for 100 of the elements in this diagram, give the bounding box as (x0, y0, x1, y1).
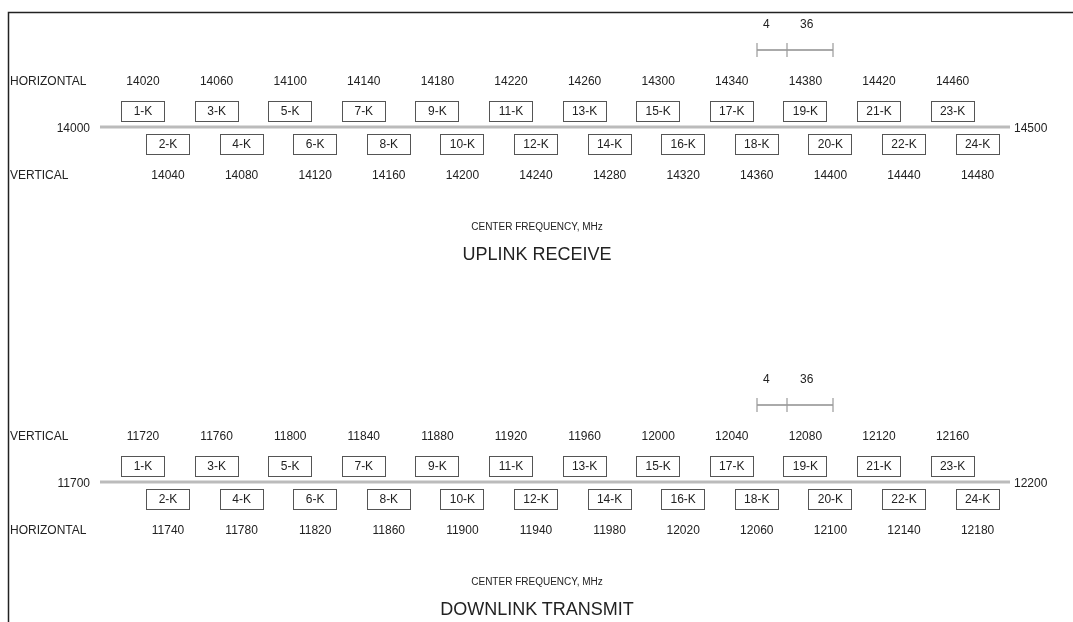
frequency-label: 14160 (371, 168, 407, 182)
frequency-label: 14040 (150, 168, 186, 182)
frequency-label: 12160 (934, 429, 971, 443)
frequency-label: 14220 (493, 74, 529, 88)
frequency-label: 14100 (272, 74, 308, 88)
channel-box: 3-K (194, 456, 239, 477)
frequency-label: 12140 (886, 523, 922, 537)
channel-box: 13-K (562, 101, 607, 122)
frequency-label: 11840 (346, 429, 382, 443)
frequency-label: 11980 (592, 523, 627, 537)
frequency-label: 14460 (934, 74, 971, 88)
channel-box: 24-K (955, 489, 1000, 510)
frequency-label: 12120 (861, 429, 897, 443)
frequency-label: 14260 (566, 74, 603, 88)
channel-box: 14-K (587, 134, 632, 155)
channel-box: 6-K (293, 489, 338, 510)
channel-box: 10-K (440, 489, 485, 510)
frequency-label: 14120 (297, 168, 333, 182)
frequency-label: 11720 (125, 429, 161, 443)
channel-box: 19-K (783, 456, 828, 477)
frequency-label: 11940 (518, 523, 554, 537)
frequency-label: 11740 (150, 523, 186, 537)
channel-box: 2-K (146, 134, 190, 155)
channel-box: 2-K (146, 489, 190, 510)
channel-box: 16-K (661, 489, 706, 510)
frequency-label: 11900 (445, 523, 480, 537)
panel-heading: UPLINK RECEIVE (461, 243, 613, 265)
channel-box: 19-K (783, 101, 828, 122)
frequency-label: 14420 (861, 74, 897, 88)
dimension-label: 36 (800, 372, 814, 386)
frequency-label: 14320 (665, 168, 701, 182)
band-edge-label: 14000 (55, 121, 90, 135)
channel-box: 20-K (808, 134, 853, 155)
channel-box: 14-K (587, 489, 632, 510)
frequency-label: 14360 (739, 168, 775, 182)
frequency-label: 14180 (419, 74, 456, 88)
channel-box: 24-K (955, 134, 1000, 155)
dimension-label: 4 (763, 17, 770, 31)
frequency-label: 14240 (518, 168, 554, 182)
frequency-label: 14080 (223, 168, 260, 182)
channel-box: 22-K (882, 134, 926, 155)
frequency-label: 12100 (812, 523, 849, 537)
frequency-label: 12040 (714, 429, 750, 443)
channel-box: 15-K (636, 456, 681, 477)
channel-box: 9-K (415, 456, 460, 477)
channel-box: 11-K (489, 456, 533, 477)
channel-box: 12-K (514, 134, 558, 155)
frequency-label: 14440 (886, 168, 922, 182)
frequency-label: 14200 (444, 168, 481, 182)
channel-box: 4-K (219, 489, 264, 510)
frequency-label: 11780 (224, 523, 259, 537)
channel-box: 9-K (415, 101, 460, 122)
channel-box: 6-K (293, 134, 338, 155)
frequency-label: 12180 (959, 523, 996, 537)
frequency-label: 14060 (198, 74, 235, 88)
channel-box: 1-K (121, 456, 165, 477)
frequency-label: 11920 (493, 429, 529, 443)
frequency-label: 11880 (420, 429, 455, 443)
channel-box: 22-K (882, 489, 926, 510)
frequency-label: 11820 (297, 523, 333, 537)
channel-box: 17-K (709, 456, 754, 477)
frequency-label: 12080 (787, 429, 824, 443)
frequency-label: 14340 (714, 74, 750, 88)
frequency-label: 12000 (640, 429, 676, 443)
channel-box: 1-K (121, 101, 165, 122)
panel-heading: DOWNLINK TRANSMIT (439, 598, 635, 620)
channel-box: 8-K (366, 134, 411, 155)
frequency-label: 14300 (640, 74, 676, 88)
channel-box: 8-K (366, 489, 411, 510)
channel-box: 18-K (734, 489, 779, 510)
channel-box: 5-K (268, 101, 313, 122)
channel-box: 7-K (341, 456, 386, 477)
frequency-label: 14480 (959, 168, 996, 182)
dimension-label: 36 (800, 17, 814, 31)
channel-box: 16-K (661, 134, 706, 155)
frequency-label: 14380 (787, 74, 824, 88)
channel-box: 21-K (857, 456, 901, 477)
channel-box: 15-K (636, 101, 681, 122)
channel-box: 23-K (930, 101, 975, 122)
axis-title: CENTER FREQUENCY, MHz (470, 575, 604, 589)
frequency-label: 11800 (272, 429, 308, 443)
channel-box: 12-K (514, 489, 558, 510)
channel-box: 11-K (489, 101, 533, 122)
frequency-label: 14140 (346, 74, 382, 88)
channel-box: 10-K (440, 134, 485, 155)
frequency-label: 12060 (739, 523, 775, 537)
band-edge-label: 12200 (1014, 476, 1048, 490)
frequency-label: 11760 (199, 429, 234, 443)
frequency-label: 14400 (812, 168, 849, 182)
channel-box: 13-K (562, 456, 607, 477)
channel-box: 3-K (194, 101, 239, 122)
polarization-label: VERTICAL (10, 168, 69, 182)
frequency-label: 11960 (567, 429, 602, 443)
channel-box: 20-K (808, 489, 853, 510)
polarization-label: VERTICAL (10, 429, 69, 443)
channel-box: 21-K (857, 101, 901, 122)
channel-box: 4-K (219, 134, 264, 155)
channel-box: 17-K (709, 101, 754, 122)
band-edge-label: 14500 (1014, 121, 1048, 135)
dimension-label: 4 (763, 372, 770, 386)
